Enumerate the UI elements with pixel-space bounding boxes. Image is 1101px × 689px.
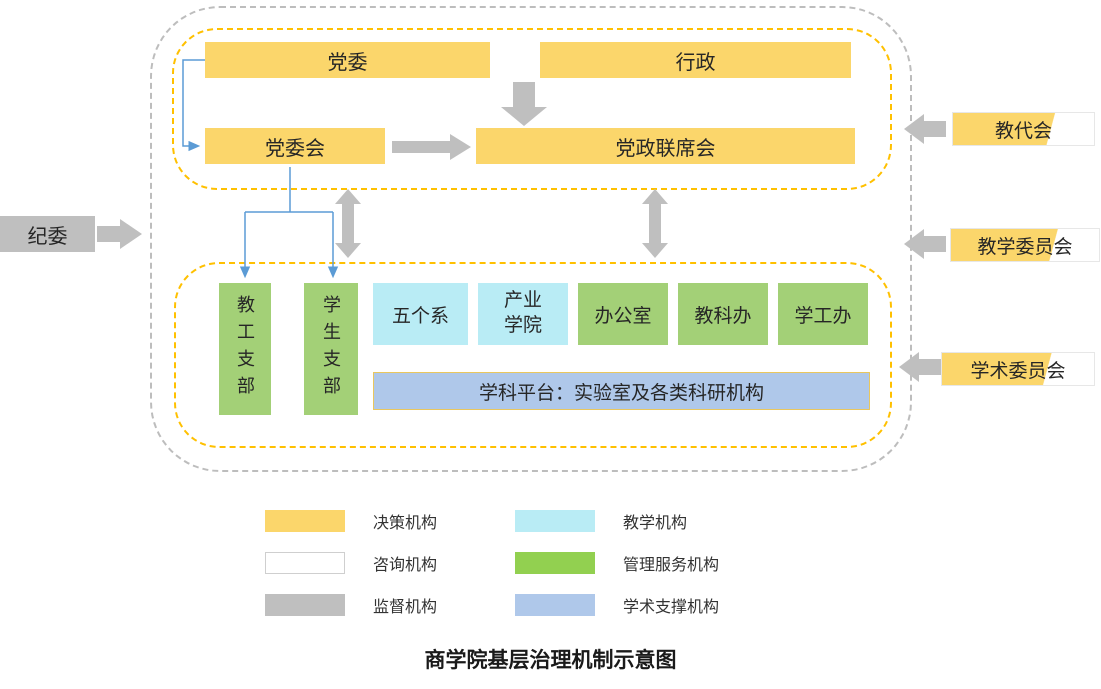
node-student-affairs-office: 学工办 <box>778 283 868 345</box>
node-general-office: 办公室 <box>578 283 668 345</box>
legend-swatch-management <box>515 552 595 574</box>
node-academic-committee: 学术委员会 <box>941 352 1095 386</box>
legend-label-advisory: 咨询机构 <box>373 557 438 574</box>
legend-swatch-decision <box>265 510 345 532</box>
node-five-departments: 五个系 <box>373 283 468 345</box>
legend-swatch-supervision <box>265 594 345 616</box>
legend-label-supervision: 监督机构 <box>373 599 438 616</box>
decision-section-boundary <box>172 28 892 190</box>
node-staff-party-branch: 教工支部 <box>219 283 271 415</box>
node-industry-college: 产业学院 <box>478 283 568 345</box>
node-teaching-research-office: 教科办 <box>678 283 768 345</box>
staff-party-branch-label: 教工支部 <box>235 295 255 403</box>
legend-label-management: 管理服务机构 <box>623 557 720 574</box>
legend-swatch-academic-support <box>515 594 595 616</box>
legend-label-academic-support: 学术支撑机构 <box>623 599 720 616</box>
legend-swatch-advisory <box>265 552 345 574</box>
node-teaching-committee: 教学委员会 <box>950 228 1100 262</box>
execution-section-boundary <box>174 262 892 448</box>
node-party-committee: 党委 <box>205 42 490 78</box>
node-staff-congress: 教代会 <box>952 112 1095 146</box>
arrow-discipline-in <box>97 219 142 249</box>
legend-label-teaching: 教学机构 <box>623 515 688 532</box>
node-student-party-branch: 学生支部 <box>304 283 358 415</box>
node-discipline-platform: 学科平台：实验室及各类科研机构 <box>373 372 870 410</box>
industry-college-label: 产业学院 <box>503 290 542 336</box>
node-joint-meeting: 党政联席会 <box>476 128 855 164</box>
legend-label-decision: 决策机构 <box>373 515 438 532</box>
node-party-committee-meeting: 党委会 <box>205 128 385 164</box>
node-discipline-committee: 纪委 <box>0 216 95 252</box>
node-administration: 行政 <box>540 42 851 78</box>
legend-swatch-teaching <box>515 510 595 532</box>
student-party-branch-label: 学生支部 <box>321 295 341 403</box>
diagram-title: 商学院基层治理机制示意图 <box>424 649 677 672</box>
